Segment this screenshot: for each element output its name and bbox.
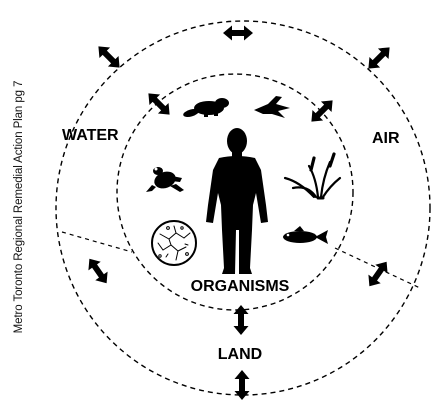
label-water: WATER: [62, 127, 119, 144]
marsh-plant-icon: [285, 154, 340, 198]
arrow-outer-lower-right: [363, 257, 392, 290]
arrow-top: [223, 26, 253, 41]
frog-icon: [146, 167, 184, 192]
fish-icon: [283, 226, 328, 244]
human-figure-icon: [206, 128, 268, 274]
connector-water-land: [62, 232, 132, 252]
beaver-icon: [182, 98, 229, 118]
label-organisms: ORGANISMS: [191, 278, 290, 295]
microorganism-icon: [152, 221, 196, 265]
label-land: LAND: [218, 346, 262, 363]
arrow-outer-lower-left: [83, 254, 112, 287]
arrow-outer-upper-left: [93, 41, 125, 73]
label-air: AIR: [372, 130, 400, 147]
side-caption: Metro Toronto Regional Remedial Action P…: [13, 22, 25, 392]
arrow-inner-right: [306, 95, 338, 127]
bird-icon: [254, 96, 290, 118]
